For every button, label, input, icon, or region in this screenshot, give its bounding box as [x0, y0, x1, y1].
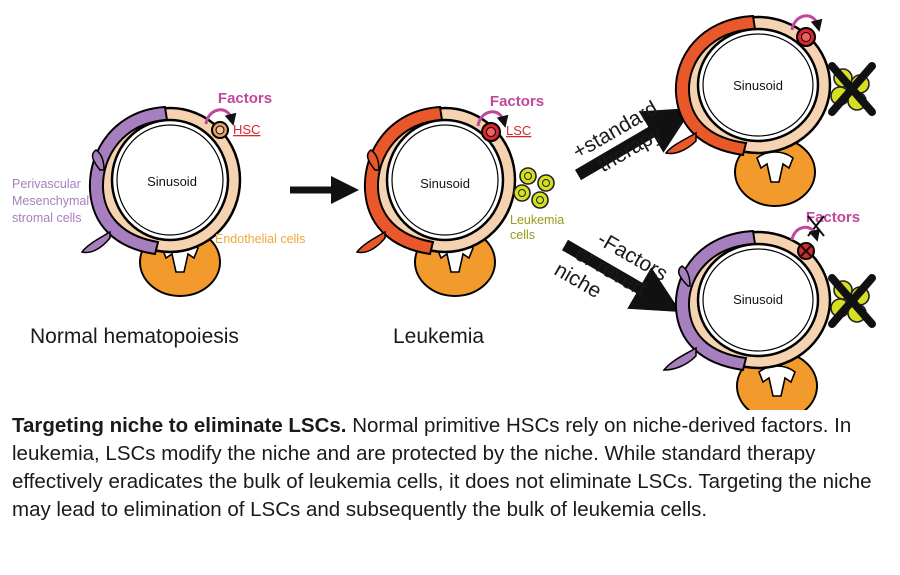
normal-sinusoid-label: Sinusoid: [147, 174, 197, 189]
endothelial-label: Endothelial cells: [215, 232, 305, 246]
leukemia-cell-icon: [531, 191, 549, 209]
msc-label: Perivascular Mesenchymal stromal cells: [12, 177, 93, 225]
therapy-vessel: [664, 14, 832, 157]
niche-targeting-arrow-icon: [561, 239, 681, 313]
leukemia-factors-label: Factors: [490, 93, 544, 110]
leukemia-sinusoid-label: Sinusoid: [420, 176, 470, 191]
therapy-sinusoid-label: Sinusoid: [733, 78, 783, 93]
leukemia-vessel: [355, 105, 517, 256]
eliminated-x-icon-2: [828, 274, 876, 328]
leukemia-cell-cluster: [513, 167, 555, 209]
niche-diagram: Sinusoid Factors HSC Perivascular Mesenc…: [12, 14, 876, 410]
caption-body: Normal primitive HSCs rely on niche-deri…: [12, 414, 872, 521]
niche-factors-arrow-icon: [790, 225, 821, 242]
leukemia-cells-label: Leukemia cells: [510, 213, 568, 242]
leukemia-factors-arrow-icon: [476, 110, 509, 128]
leukemia-cell-icon: [513, 184, 531, 202]
niche-vessel: [662, 229, 832, 372]
standard-therapy-arrow-icon: [574, 107, 693, 181]
caption-title: Targeting niche to eliminate LSCs.: [12, 414, 347, 437]
leukemia-caption: Leukemia: [393, 325, 484, 348]
eliminated-leukemia-cells-2: [828, 274, 876, 328]
therapy-panel: Sinusoid: [664, 14, 876, 207]
niche-targeting-panel: Sinusoid Factors: [662, 209, 876, 410]
eliminated-lsc-icon: [797, 242, 815, 260]
therapy-factors-arrow-icon: [790, 14, 823, 32]
leukemia-panel: Sinusoid Factors LSC Leukemia cells Leuk…: [355, 93, 568, 348]
figure-caption: Targeting niche to eliminate LSCs. Norma…: [12, 412, 888, 524]
niche-targeting-label: -Factors or revert niche: [550, 216, 676, 330]
leukemia-cell-icon: [519, 167, 537, 185]
eliminated-leukemia-cells: [828, 62, 876, 116]
normal-panel: Sinusoid Factors HSC Perivascular Mesenc…: [12, 90, 305, 348]
normal-vessel: [80, 105, 242, 256]
normal-factors-arrow-icon: [204, 108, 237, 126]
leukemia-cell-icon: [537, 174, 555, 192]
hsc-label: HSC: [233, 122, 260, 137]
niche-sinusoid-label: Sinusoid: [733, 292, 783, 307]
normal-factors-label: Factors: [218, 90, 272, 107]
lsc-label: LSC: [506, 123, 531, 138]
eliminated-x-icon: [828, 62, 876, 116]
normal-caption: Normal hematopoiesis: [30, 325, 239, 348]
